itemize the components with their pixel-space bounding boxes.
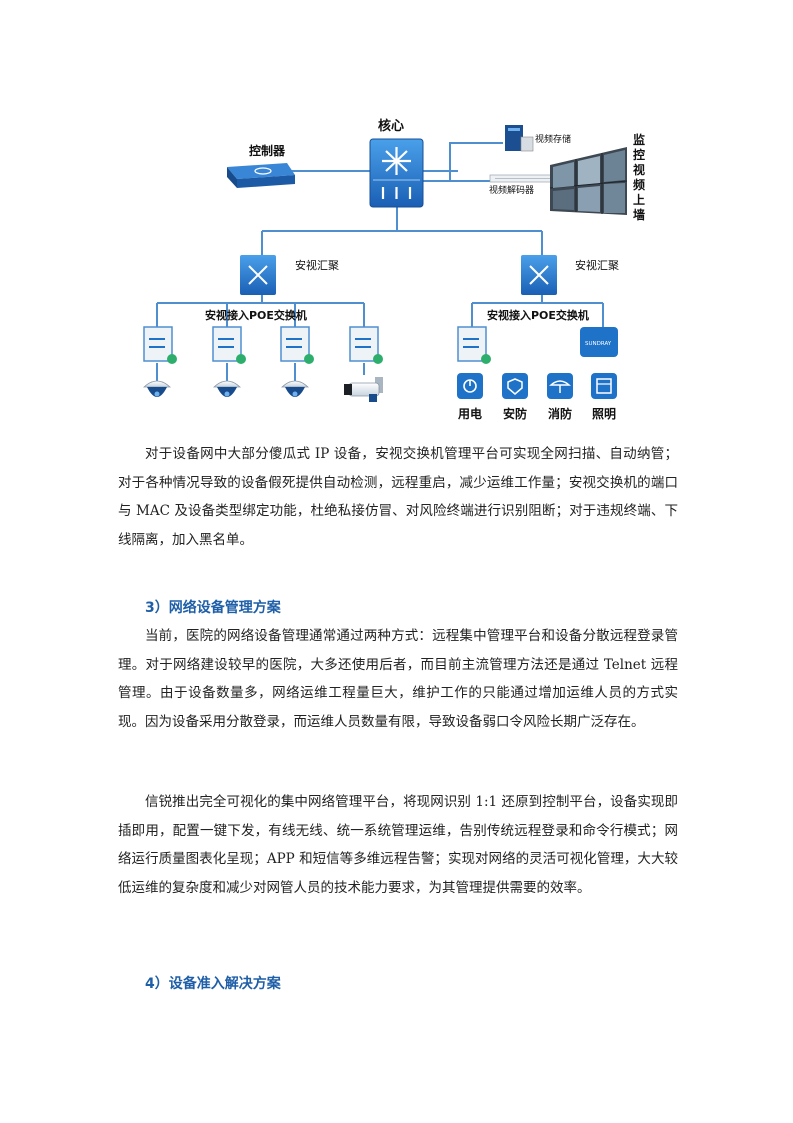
svg-text:视: 视 (633, 162, 645, 177)
svg-text:控: 控 (633, 147, 645, 162)
svg-text:监: 监 (633, 132, 645, 147)
monitor-wall-label: 监 控 视 频 上 墙 (633, 132, 645, 222)
paragraph-current-management: 当前，医院的网络设备管理通常通过两种方式：远程集中管理平台和设备分散远程登录管理… (118, 628, 678, 730)
aggregation-switch-left-icon (240, 255, 276, 295)
dome-camera-icon (280, 380, 310, 397)
controller-label: 控制器 (249, 143, 286, 158)
svg-text:用电: 用电 (457, 406, 482, 421)
sundray-device-icon: SUNDRAY (580, 327, 618, 357)
svg-text:上: 上 (633, 192, 645, 207)
paragraph-visual-management-platform: 信锐推出完全可视化的集中网络管理平台，将现网识别 1:1 还原到控制平台，设备实… (118, 794, 678, 896)
svg-text:SUNDRAY: SUNDRAY (585, 341, 612, 347)
video-decoder-label: 视频解码器 (489, 184, 534, 196)
security-terminal-icon (502, 373, 528, 399)
poe-left-label: 安视接入POE交换机 (205, 308, 307, 322)
svg-text:墙: 墙 (633, 207, 645, 222)
access-switch-icon (457, 326, 491, 364)
svg-text:消防: 消防 (548, 406, 572, 421)
paragraph-ip-device-management: 对于设备网中大部分傻瓜式 IP 设备，安视交换机管理平台可实现全网扫描、自动纳管… (118, 446, 678, 548)
dome-camera-icon (142, 380, 172, 397)
aggregation-left-label: 安视汇聚 (295, 258, 339, 272)
controller-icon (227, 163, 295, 188)
aggregation-right-label: 安视汇聚 (575, 258, 619, 272)
aggregation-switch-right-icon (521, 255, 557, 295)
video-decoder-icon (489, 174, 559, 183)
network-topology-diagram: 核心 控制器 视频存储 视频解码器 (142, 118, 645, 421)
svg-text:照明: 照明 (592, 406, 616, 421)
access-switch-icon (143, 326, 177, 364)
section-heading-network-device-management: 3）网络设备管理方案 (145, 600, 281, 616)
bullet-camera-icon (344, 377, 383, 402)
dome-camera-icon (212, 380, 242, 397)
access-switch-icon (280, 326, 314, 364)
topology-links (156, 142, 604, 381)
core-label: 核心 (378, 118, 404, 134)
monitor-wall-icon (549, 147, 628, 215)
fire-terminal-icon (547, 373, 573, 399)
terminal-labels: 用电 安防 消防 照明 (457, 406, 616, 421)
lighting-terminal-icon (591, 373, 617, 399)
access-switch-icon (212, 326, 246, 364)
video-storage-icon (505, 125, 534, 152)
video-storage-label: 视频存储 (535, 133, 571, 145)
svg-text:频: 频 (633, 177, 645, 192)
core-switch-icon (369, 138, 424, 208)
power-terminal-icon (457, 373, 483, 399)
poe-right-label: 安视接入POE交换机 (487, 308, 589, 322)
svg-text:安防: 安防 (503, 406, 527, 421)
section-heading-device-admission: 4）设备准入解决方案 (145, 976, 281, 992)
access-switch-icon (349, 326, 383, 364)
